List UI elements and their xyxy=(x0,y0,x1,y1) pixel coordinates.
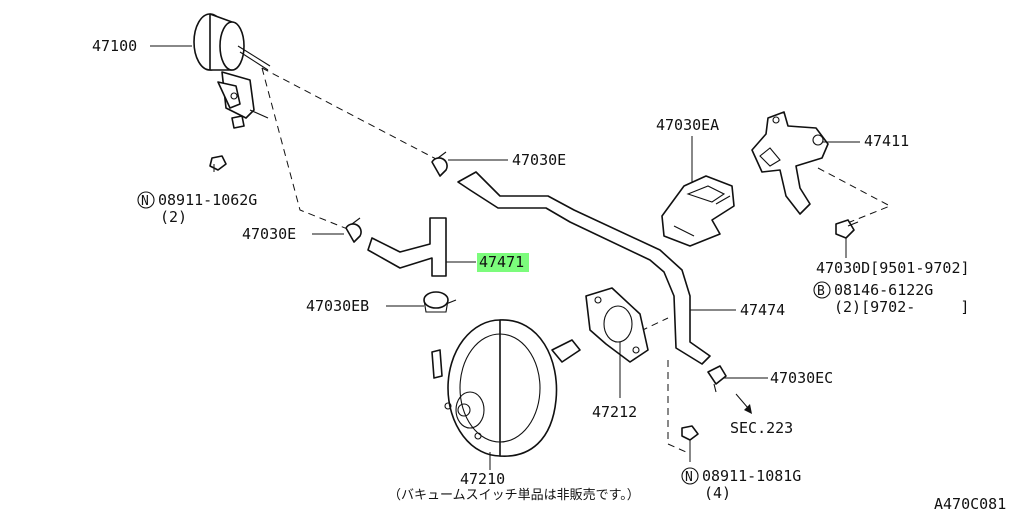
nut-symbol-icon xyxy=(681,467,699,485)
label-08146-6122G-qty: (2)[9702- ] xyxy=(834,298,969,316)
nut-symbol-icon xyxy=(137,191,155,209)
label-47210: 47210 xyxy=(460,470,505,488)
nut-symbol-letter: N xyxy=(141,194,149,209)
hose-47474 xyxy=(457,171,711,365)
nut-08911-1081G xyxy=(681,425,699,441)
label-47030E-top: 47030E xyxy=(512,151,566,169)
route-dash-bottom xyxy=(667,360,687,453)
clamp-47030E-top xyxy=(431,151,448,177)
route-dash-left xyxy=(261,67,351,231)
nut-symbol-letter: N xyxy=(685,470,693,485)
label-08911-1081G: 08911-1081G xyxy=(702,467,801,485)
label-47030EC: 47030EC xyxy=(770,369,833,387)
nut-08911-1062G xyxy=(209,155,227,171)
vacuum-tank-47100 xyxy=(193,13,271,129)
bolt-08146-6122G xyxy=(835,219,859,239)
gasket-47212 xyxy=(585,287,649,363)
vacuum-switch-47411 xyxy=(751,111,829,215)
label-47030EA: 47030EA xyxy=(656,116,719,134)
route-dash-right xyxy=(817,167,892,223)
bracket-47030EA xyxy=(661,175,735,247)
diagram-code: A470C081 xyxy=(934,495,1006,512)
label-08911-1062G-qty: (2) xyxy=(160,208,187,226)
brake-booster-47210 xyxy=(431,319,581,457)
hose-47471 xyxy=(367,217,447,277)
sec223-arrow-icon xyxy=(735,393,752,414)
leader-lines xyxy=(150,45,860,470)
bolt-symbol-letter: B xyxy=(817,284,825,299)
label-08911-1062G: 08911-1062G xyxy=(158,191,257,209)
clip-47030EC xyxy=(707,365,727,393)
bolt-symbol-icon xyxy=(813,281,831,299)
label-08146-6122G: 08146-6122G xyxy=(834,281,933,299)
clamp-47030E-left xyxy=(345,217,362,243)
label-47030D: 47030D[9501-9702] xyxy=(816,259,970,277)
label-47030EB: 47030EB xyxy=(306,297,369,315)
clamp-47030EB xyxy=(423,291,457,313)
label-47100: 47100 xyxy=(92,37,137,55)
route-dash-top xyxy=(261,67,439,161)
label-47474: 47474 xyxy=(740,301,785,319)
label-47212: 47212 xyxy=(592,403,637,421)
label-47411: 47411 xyxy=(864,132,909,150)
label-47471: 47471 xyxy=(479,253,524,271)
highlight-47471 xyxy=(477,253,529,272)
label-sec223: SEC.223 xyxy=(730,419,793,437)
label-47030E-left: 47030E xyxy=(242,225,296,243)
note-vacuum-switch: （バキュームスイッチ単品は非販売です。） xyxy=(388,487,640,503)
label-08911-1081G-qty: (4) xyxy=(704,484,731,502)
